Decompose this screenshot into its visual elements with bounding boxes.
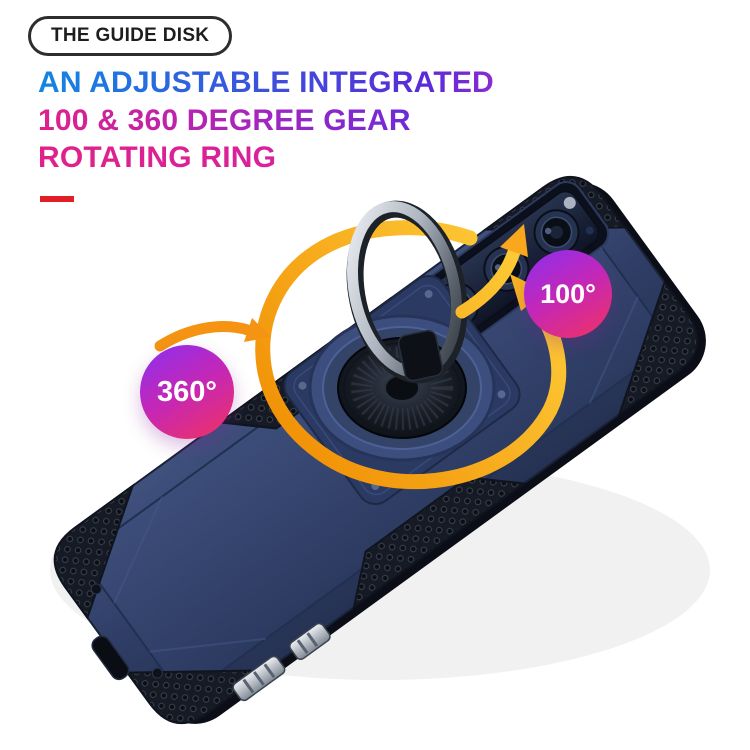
corner-bolt bbox=[151, 667, 163, 679]
arrowhead bbox=[244, 318, 271, 342]
headline-line-2: 100 & 360 DEGREE GEAR bbox=[38, 102, 411, 140]
headline: AN ADJUSTABLE INTEGRATED 100 & 360 DEGRE… bbox=[38, 64, 494, 177]
kickstand-ring bbox=[346, 200, 468, 384]
callout-100-badge: 100° bbox=[524, 250, 612, 338]
callout-360-badge: 360° bbox=[140, 345, 234, 439]
charging-port bbox=[91, 635, 130, 681]
guide-disk-badge: THE GUIDE DISK bbox=[28, 16, 233, 56]
headline-line-1: AN ADJUSTABLE INTEGRATED bbox=[38, 64, 494, 102]
corner-bolt bbox=[90, 583, 102, 595]
headline-line-3: ROTATING RING bbox=[38, 139, 276, 177]
camera-lens-3 bbox=[533, 209, 580, 256]
ring-hinge bbox=[397, 329, 444, 382]
red-accent-dash bbox=[40, 196, 74, 202]
flip-arrow-100 bbox=[455, 224, 528, 319]
panel-ridges bbox=[113, 247, 639, 653]
rotate-arrow-small bbox=[154, 318, 271, 352]
arrowhead bbox=[500, 224, 528, 257]
texture-corner-bottom-near bbox=[125, 669, 270, 725]
camera-sensor bbox=[585, 226, 594, 235]
texture-corner-bottom-far bbox=[53, 483, 135, 620]
side-buttons bbox=[232, 622, 331, 702]
texture-corner-near-right bbox=[617, 280, 699, 417]
camera-flash bbox=[563, 196, 576, 209]
guide-disk-badge-label: THE GUIDE DISK bbox=[51, 25, 210, 46]
